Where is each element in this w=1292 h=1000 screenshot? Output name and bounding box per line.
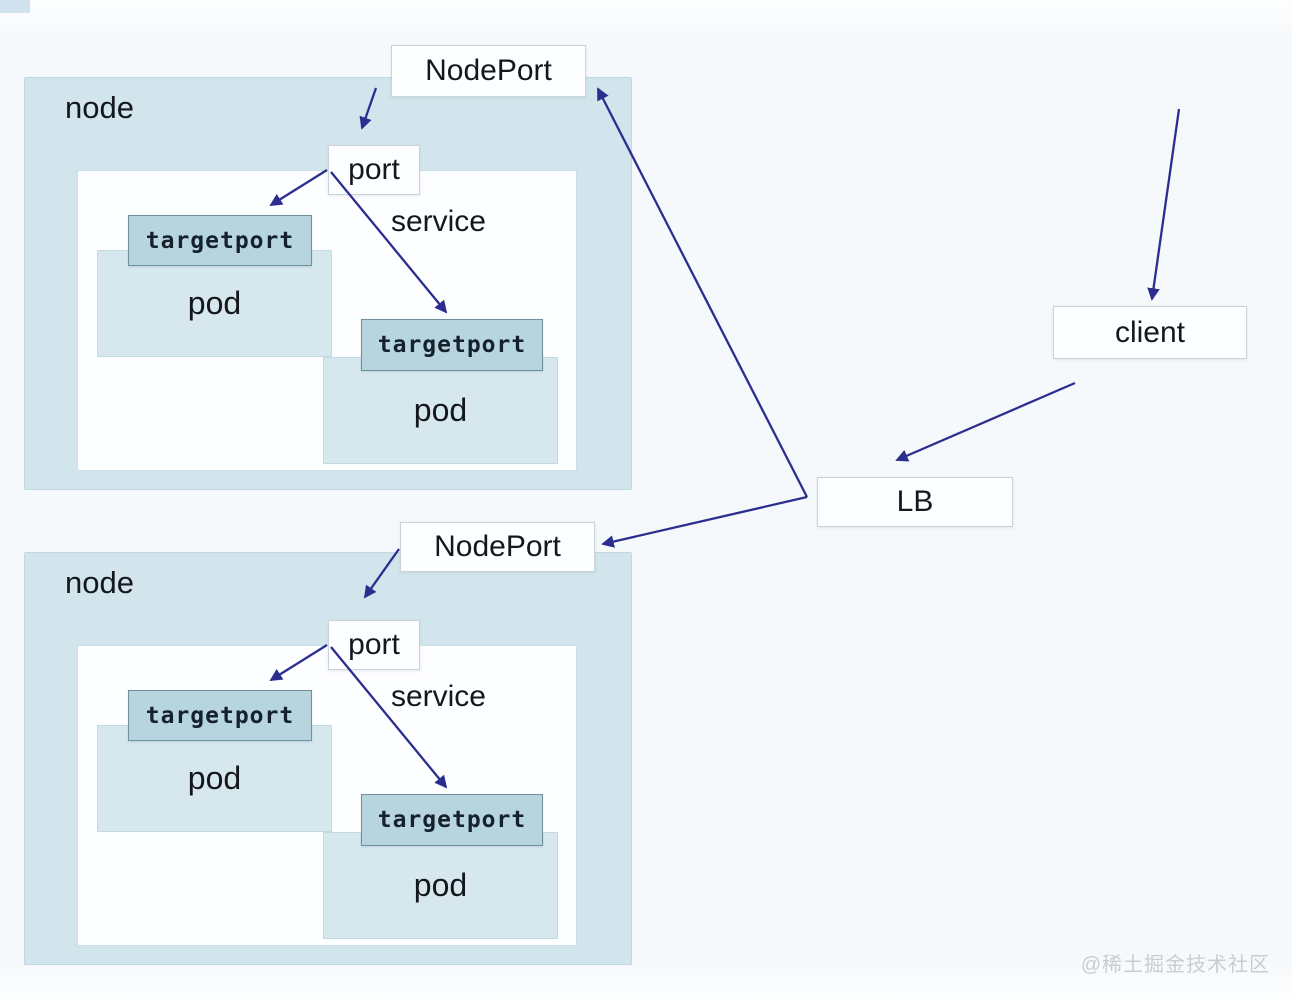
- targetport-box-top-2: targetport: [361, 319, 543, 371]
- client-label: client: [1114, 315, 1186, 349]
- lb-label: LB: [896, 485, 934, 518]
- port-box-top: port: [328, 145, 420, 195]
- targetport-label-bottom-1: targetport: [145, 702, 295, 729]
- targetport-box-bottom-1: targetport: [128, 690, 312, 741]
- nodeport-label-top: NodePort: [425, 54, 552, 87]
- node-label-bottom: node: [65, 565, 134, 600]
- pod-label-top-2: pod: [413, 392, 468, 428]
- watermark: @稀土掘金技术社区: [1080, 954, 1270, 976]
- pod-box-top-2: pod: [323, 357, 558, 464]
- targetport-box-top-1: targetport: [128, 215, 312, 266]
- port-label-bottom: port: [348, 628, 400, 661]
- cropped-corner-artifact: [0, 0, 30, 13]
- pod-box-bottom-2: pod: [323, 832, 558, 939]
- pod-label-bottom-1: pod: [187, 760, 242, 796]
- nodeport-box-bottom: NodePort: [400, 522, 595, 572]
- port-box-bottom: port: [328, 620, 420, 670]
- lb-box: LB: [817, 477, 1013, 527]
- targetport-label-bottom-2: targetport: [377, 807, 527, 833]
- pod-label-bottom-2: pod: [413, 867, 468, 903]
- targetport-box-bottom-2: targetport: [361, 794, 543, 846]
- service-label-top: service: [390, 205, 486, 238]
- nodeport-box-top: NodePort: [391, 45, 586, 97]
- pod-box-bottom-1: pod: [97, 725, 332, 832]
- arrow-external-to-client: [1147, 108, 1181, 301]
- targetport-label-top-1: targetport: [145, 227, 295, 254]
- arrow-lb-to-nodeport-bottom: [601, 495, 808, 548]
- pod-label-top-1: pod: [187, 285, 242, 321]
- pod-box-top-1: pod: [97, 250, 332, 357]
- arrow-client-to-lb: [895, 381, 1076, 462]
- client-box: client: [1053, 306, 1247, 359]
- service-label-bottom: service: [390, 680, 486, 713]
- port-label-top: port: [348, 153, 400, 186]
- node-label-top: node: [65, 90, 134, 125]
- nodeport-label-bottom: NodePort: [434, 530, 561, 563]
- targetport-label-top-2: targetport: [377, 332, 527, 358]
